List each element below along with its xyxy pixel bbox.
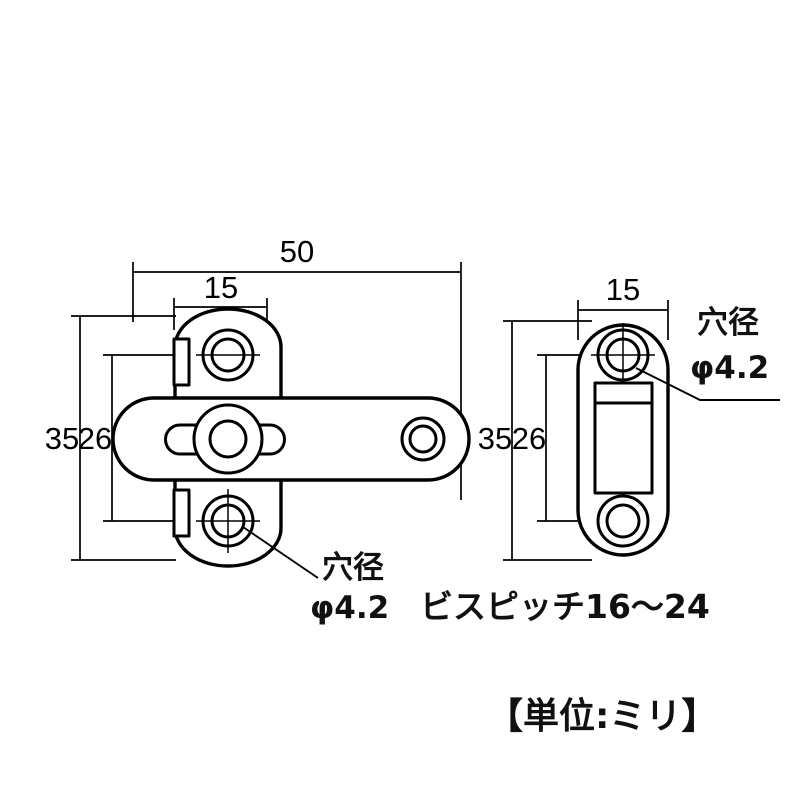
left-dim-35-value: 35	[45, 421, 79, 456]
right-dim-35-extensions	[503, 320, 592, 561]
left-dim-35-extensions	[71, 315, 176, 561]
right-hole-leader	[635, 367, 780, 401]
strike-slot-window	[593, 381, 654, 495]
right-dim-15-extensions	[577, 300, 669, 340]
right-view-group: 15 35 26	[478, 272, 780, 561]
upper-tab-notch	[172, 337, 191, 387]
upper-mounting-tab	[173, 307, 283, 412]
left-hole-label: 穴径	[322, 550, 384, 586]
right-dim-35-value: 35	[478, 421, 512, 456]
right-hole-label: 穴径	[697, 305, 759, 341]
right-dim-15-value: 15	[606, 272, 640, 307]
strike-bottom-hole-inner	[605, 503, 641, 539]
left-dim-26-value: 26	[78, 421, 112, 456]
arm-end-hole-outer	[400, 416, 446, 462]
right-dim-26-value: 26	[512, 421, 546, 456]
left-view-group: 50 15 35 26	[45, 234, 471, 626]
screw-pitch-note: ビスピッチ16〜24	[420, 587, 710, 626]
right-hole-diameter: φ4.2	[690, 350, 769, 386]
arm-end-hole-inner	[408, 424, 438, 454]
left-hole-leader	[242, 526, 319, 579]
lower-tab-notch	[172, 488, 191, 538]
unit-note: 【単位:ミリ】	[487, 696, 717, 737]
left-hole-diameter: φ4.2	[310, 590, 389, 626]
strike-bottom-hole-outer	[596, 494, 650, 548]
left-dim-15-value: 15	[204, 270, 238, 305]
pivot-hub-inner	[208, 419, 248, 459]
left-dim-50-value: 50	[280, 234, 314, 269]
